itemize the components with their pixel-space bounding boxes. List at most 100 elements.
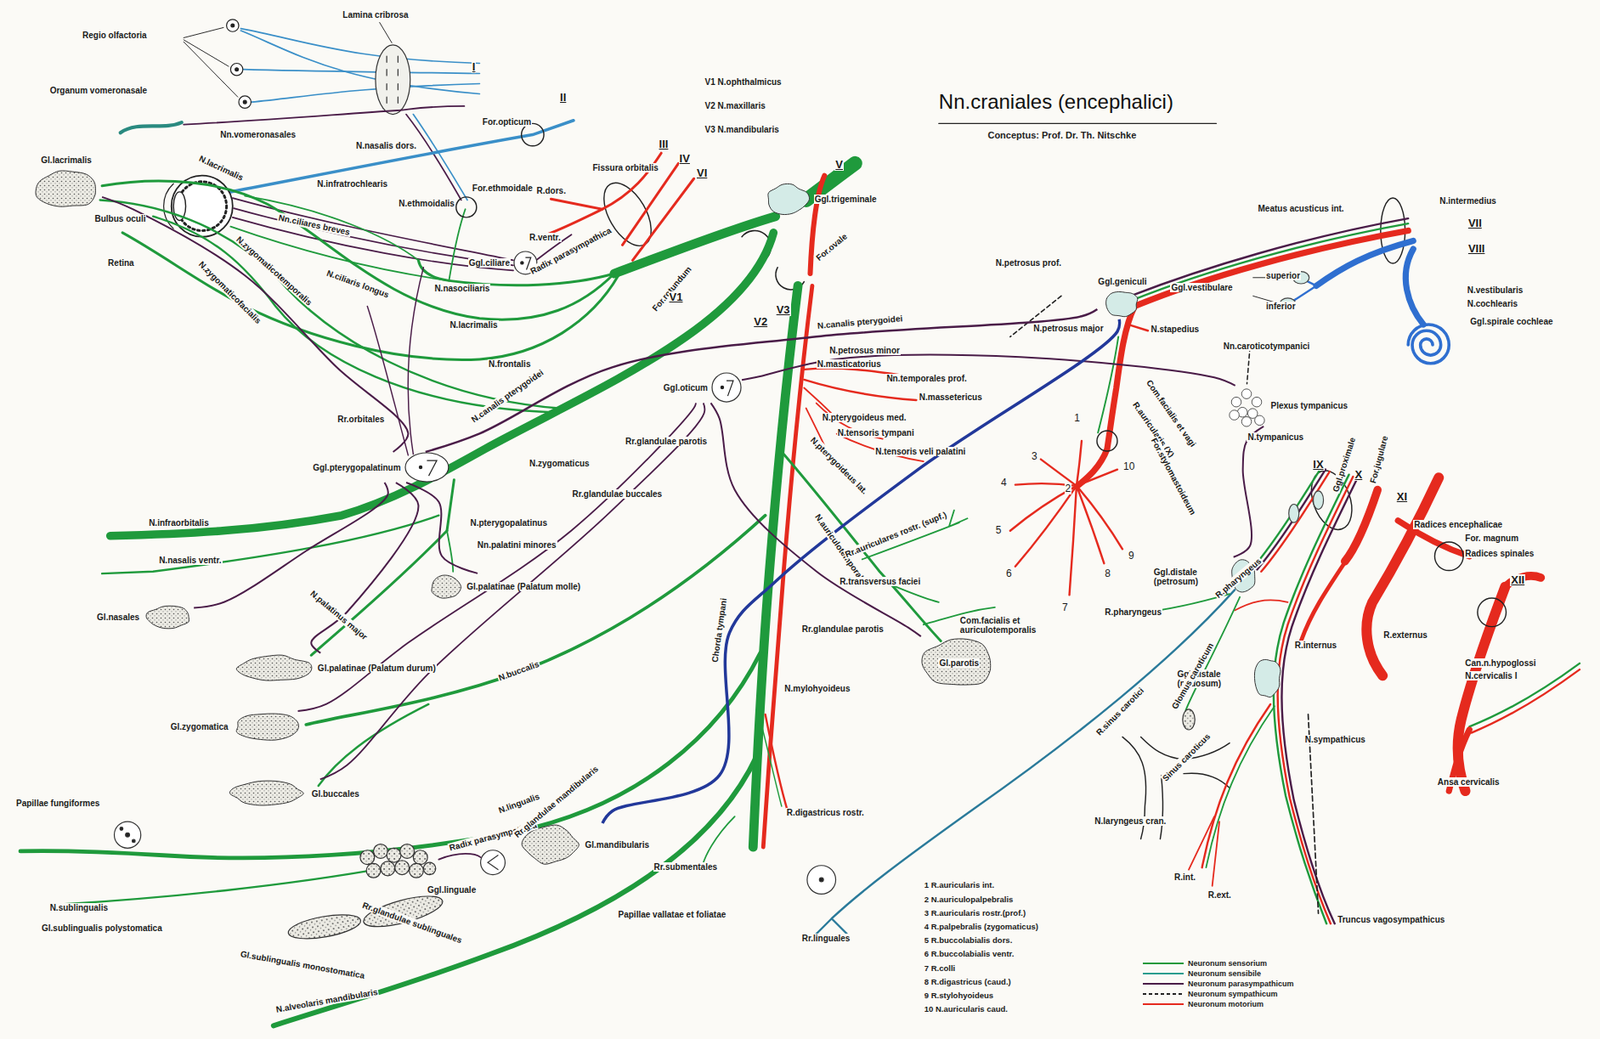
facial-nerve-part xyxy=(1128,324,1148,331)
nerve-label: For.jugulare xyxy=(1368,434,1391,486)
ganglion: Ggl.trigeminale xyxy=(763,181,877,217)
callout-number: 5 xyxy=(995,525,1003,537)
facial-nerve xyxy=(1010,197,1408,595)
legend-text: Neuronum sensorium xyxy=(1187,959,1268,968)
nerve-label: N.petrosus prof. xyxy=(995,258,1063,268)
nerve-label: R.ext. xyxy=(1207,890,1233,900)
gang-outline xyxy=(711,372,742,403)
legend-text: Neuronum sensibile xyxy=(1187,969,1262,979)
neuron-dot xyxy=(520,261,524,266)
olfactory-cells-part xyxy=(243,100,247,104)
gland-outline xyxy=(428,573,464,600)
nerve-label: V3 N.mandibularis xyxy=(704,124,781,135)
cyan-outline xyxy=(1103,288,1141,320)
nerve-label: Ggl.vestibulare xyxy=(1170,282,1233,293)
key-entry: 6 R.buccolabialis ventr. xyxy=(923,949,1016,959)
nerve-label: N.frontalis xyxy=(487,359,532,369)
olfactory-nerve xyxy=(240,28,480,102)
nerve-label: Rr.orbitales xyxy=(336,414,385,425)
nerve-label: Organum vomeronasale xyxy=(49,85,148,96)
node-label: Gl.parotis xyxy=(938,658,980,668)
cyan-outline xyxy=(763,181,811,217)
tongue-and-sublingual-glands-part xyxy=(360,850,375,866)
nerve-label: Rr.glandulae buccales xyxy=(571,489,664,499)
olfactory-cells-part xyxy=(235,67,239,72)
nerve-label: N.mylohyoideus xyxy=(783,684,851,694)
node-label: Ggl.pterygopalatinum xyxy=(311,463,402,473)
diagram-title: Nn.craniales (encephalici) xyxy=(938,90,1174,114)
callout-number: 3 xyxy=(1030,451,1039,463)
nerve-label: Nn.caroticotympanici xyxy=(1222,341,1312,351)
ophthalmic-nerve-part xyxy=(122,232,619,360)
glossopharyngeal-vagus-nerves-part xyxy=(1182,709,1195,730)
nerve-label: R.internus xyxy=(1294,640,1338,651)
legend-text: Neuronum parasympathicum xyxy=(1187,979,1295,989)
vomeronasal-organ xyxy=(120,106,468,201)
gland-lobes xyxy=(236,713,299,741)
tongue-and-sublingual-glands-part xyxy=(819,877,824,882)
nerve-label: Com.facialis et auriculotemporalis xyxy=(959,616,1058,635)
glossopharyngeal-vagus-nerves-part xyxy=(816,589,1235,934)
accessory-hypoglossal-nerves-part xyxy=(1477,598,1507,628)
nerve-label: For.opticum xyxy=(481,117,532,127)
tongue-and-sublingual-glands-part xyxy=(438,853,481,860)
olfactory-nerve-part xyxy=(240,30,480,94)
tongue-and-sublingual-glands-part xyxy=(807,865,837,895)
accessory-hypoglossal-nerves-part xyxy=(1345,490,1378,562)
nerve-connector xyxy=(193,482,389,608)
gland: Gl.zygomatica xyxy=(169,711,304,742)
callout-number: 4 xyxy=(1000,477,1008,489)
nerve-label: N.nasociliaris xyxy=(433,283,491,294)
nerve-label: Rr.glandulae parotis xyxy=(801,624,885,634)
ganglion: Ggl.oticum xyxy=(662,372,742,403)
nerve-label: N.intermedius xyxy=(1438,196,1498,206)
legend-row: Neuronum parasympathicum xyxy=(1142,979,1295,989)
tongue-and-sublingual-glands-part xyxy=(114,821,142,849)
key-entry: 2 N.auriculopalpebralis xyxy=(923,894,1015,905)
key-entry: 1 R.auricularis int. xyxy=(923,880,996,890)
tongue-and-sublingual-glands-part xyxy=(373,844,389,860)
key-entry: 10 N.auricularis caud. xyxy=(923,1004,1009,1014)
mandibular-nerve-part xyxy=(760,719,782,807)
node-label: Ggl.geniculi xyxy=(1096,277,1148,287)
node-label: Ggl.trigeminale xyxy=(814,194,878,204)
nerve-label: N.massetericus xyxy=(918,392,984,402)
maxillary-nerve-part xyxy=(100,199,560,408)
neuron-dot xyxy=(720,385,724,390)
tongue-and-sublingual-glands-part xyxy=(125,832,131,837)
node-label: Ggl.oticum xyxy=(662,383,709,393)
nerve-label: N.laryngeus cran. xyxy=(1093,816,1167,826)
vestibulocochlear-nerve-part xyxy=(1316,241,1414,287)
nerve-label: Ggl.linguale xyxy=(426,885,477,895)
ganglion: Ggl.geniculi xyxy=(1096,277,1148,320)
nerve-connector xyxy=(741,355,1236,386)
node-label: Ggl.ciliare xyxy=(468,258,511,268)
nerve-numeral: VI xyxy=(695,167,708,180)
node-label: Gl.mandibularis xyxy=(584,840,651,850)
nerve-label: Fissura orbitalis xyxy=(592,163,660,173)
gland-lobes xyxy=(431,575,462,599)
nerve-numeral: II xyxy=(559,91,567,104)
key-entry: 7 R.colli xyxy=(923,963,956,973)
facial-nerve-part xyxy=(1010,440,1123,595)
nerve-label: Ansa cervicalis xyxy=(1436,777,1501,787)
ganglion: Ggl.pterygopalatinum xyxy=(311,452,449,483)
nerve-label: N.ciliaris longus xyxy=(324,267,391,300)
callout-number: 8 xyxy=(1103,568,1112,580)
accessory-hypoglossal-nerves xyxy=(1300,477,1580,792)
nerve-label: N.tensoris veli palatini xyxy=(874,446,967,457)
oculomotor-nerves-part xyxy=(593,175,661,254)
node-label: Gl.buccales xyxy=(310,789,361,799)
mandibular-nerve-part xyxy=(61,867,388,905)
nerve-label: Regio olfactoria xyxy=(81,30,148,40)
nerve-label: Radices spinales xyxy=(1464,548,1535,559)
plexus-loop xyxy=(1229,410,1240,421)
tongue-and-sublingual-glands-part xyxy=(487,855,498,871)
node-label: Gl.lacrimalis xyxy=(39,155,92,165)
glossopharyngeal-vagus-nerves-part xyxy=(1273,474,1350,925)
tongue-and-sublingual-glands-part xyxy=(386,848,402,863)
glossopharyngeal-vagus-nerves-part xyxy=(1289,503,1300,523)
ophthalmic-nerve-part xyxy=(448,209,465,281)
nerve-numeral: III xyxy=(658,138,670,151)
